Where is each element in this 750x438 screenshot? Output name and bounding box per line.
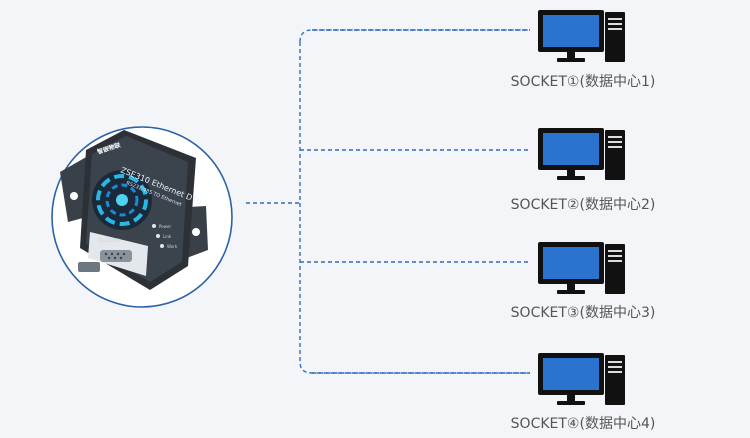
led-label-link: Link — [163, 234, 172, 239]
desktop-computer-icon — [538, 353, 625, 405]
serial-plug — [78, 262, 100, 272]
desktop-computer-icon — [538, 128, 625, 180]
socket-4-label: SOCKET④(数据中心4) — [483, 413, 683, 433]
led-label-work: Work — [167, 244, 178, 249]
led-label-power: Power — [159, 224, 171, 229]
desktop-computer-icon — [538, 242, 625, 294]
device-illustration: ZSE310 Ethernet DTU RS232/485 TO Etherne… — [52, 127, 232, 307]
serial-connector — [100, 250, 132, 262]
socket-3-label: SOCKET③(数据中心3) — [483, 302, 683, 322]
port-label: RS232/485 — [98, 238, 120, 243]
socket-2-label: SOCKET②(数据中心2) — [483, 194, 683, 214]
desktop-computer-icon — [538, 10, 625, 62]
socket-1-label: SOCKET①(数据中心1) — [483, 71, 683, 91]
